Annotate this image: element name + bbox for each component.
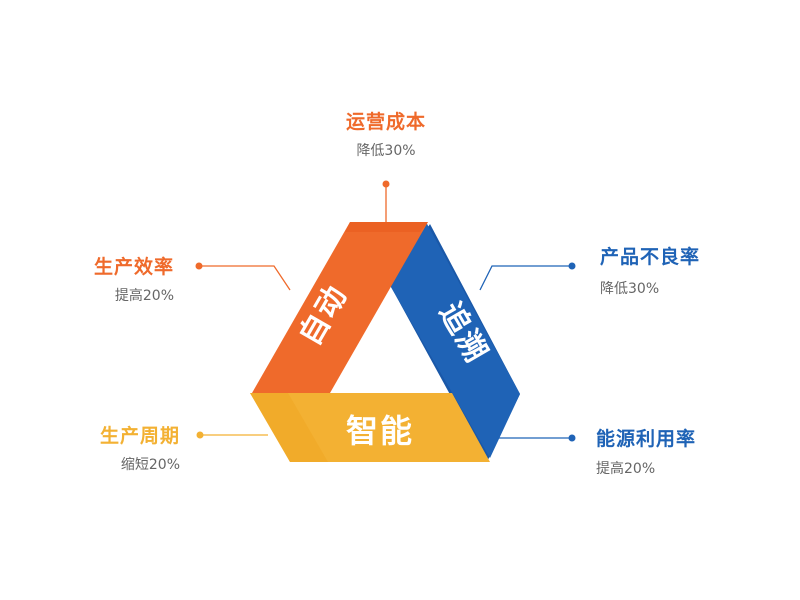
callout-top-value: 降低30% <box>356 143 415 159</box>
callout-upper-right-title: 产品不良率 <box>600 245 700 268</box>
connector-upper-right-dot <box>568 262 576 270</box>
segment-right <box>388 222 520 458</box>
connector-upper-left <box>199 265 291 291</box>
segment-left-top <box>345 222 428 232</box>
callout-lower-left-value: 缩短20% <box>121 457 180 473</box>
connector-lower-right-dot <box>568 434 576 442</box>
callout-upper-left-title: 生产效率 <box>94 255 174 278</box>
segment-bottom-label: 智能 <box>346 412 414 450</box>
segment-left <box>252 222 428 393</box>
callout-lower-left-title: 生产周期 <box>100 424 180 447</box>
connector-lower-left-dot <box>196 431 204 439</box>
callout-upper-right-value: 降低30% <box>600 281 659 297</box>
callout-lower-right-value: 提高20% <box>596 460 655 477</box>
callout-top-title: 运营成本 <box>346 110 426 133</box>
connector-upper-right <box>479 265 572 291</box>
callout-upper-left-value: 提高20% <box>115 287 174 304</box>
callout-lower-right-title: 能源利用率 <box>596 427 696 450</box>
segment-bottom-shade <box>250 393 328 462</box>
connector-top-dot <box>382 180 390 188</box>
connector-upper-left-dot <box>195 262 203 270</box>
